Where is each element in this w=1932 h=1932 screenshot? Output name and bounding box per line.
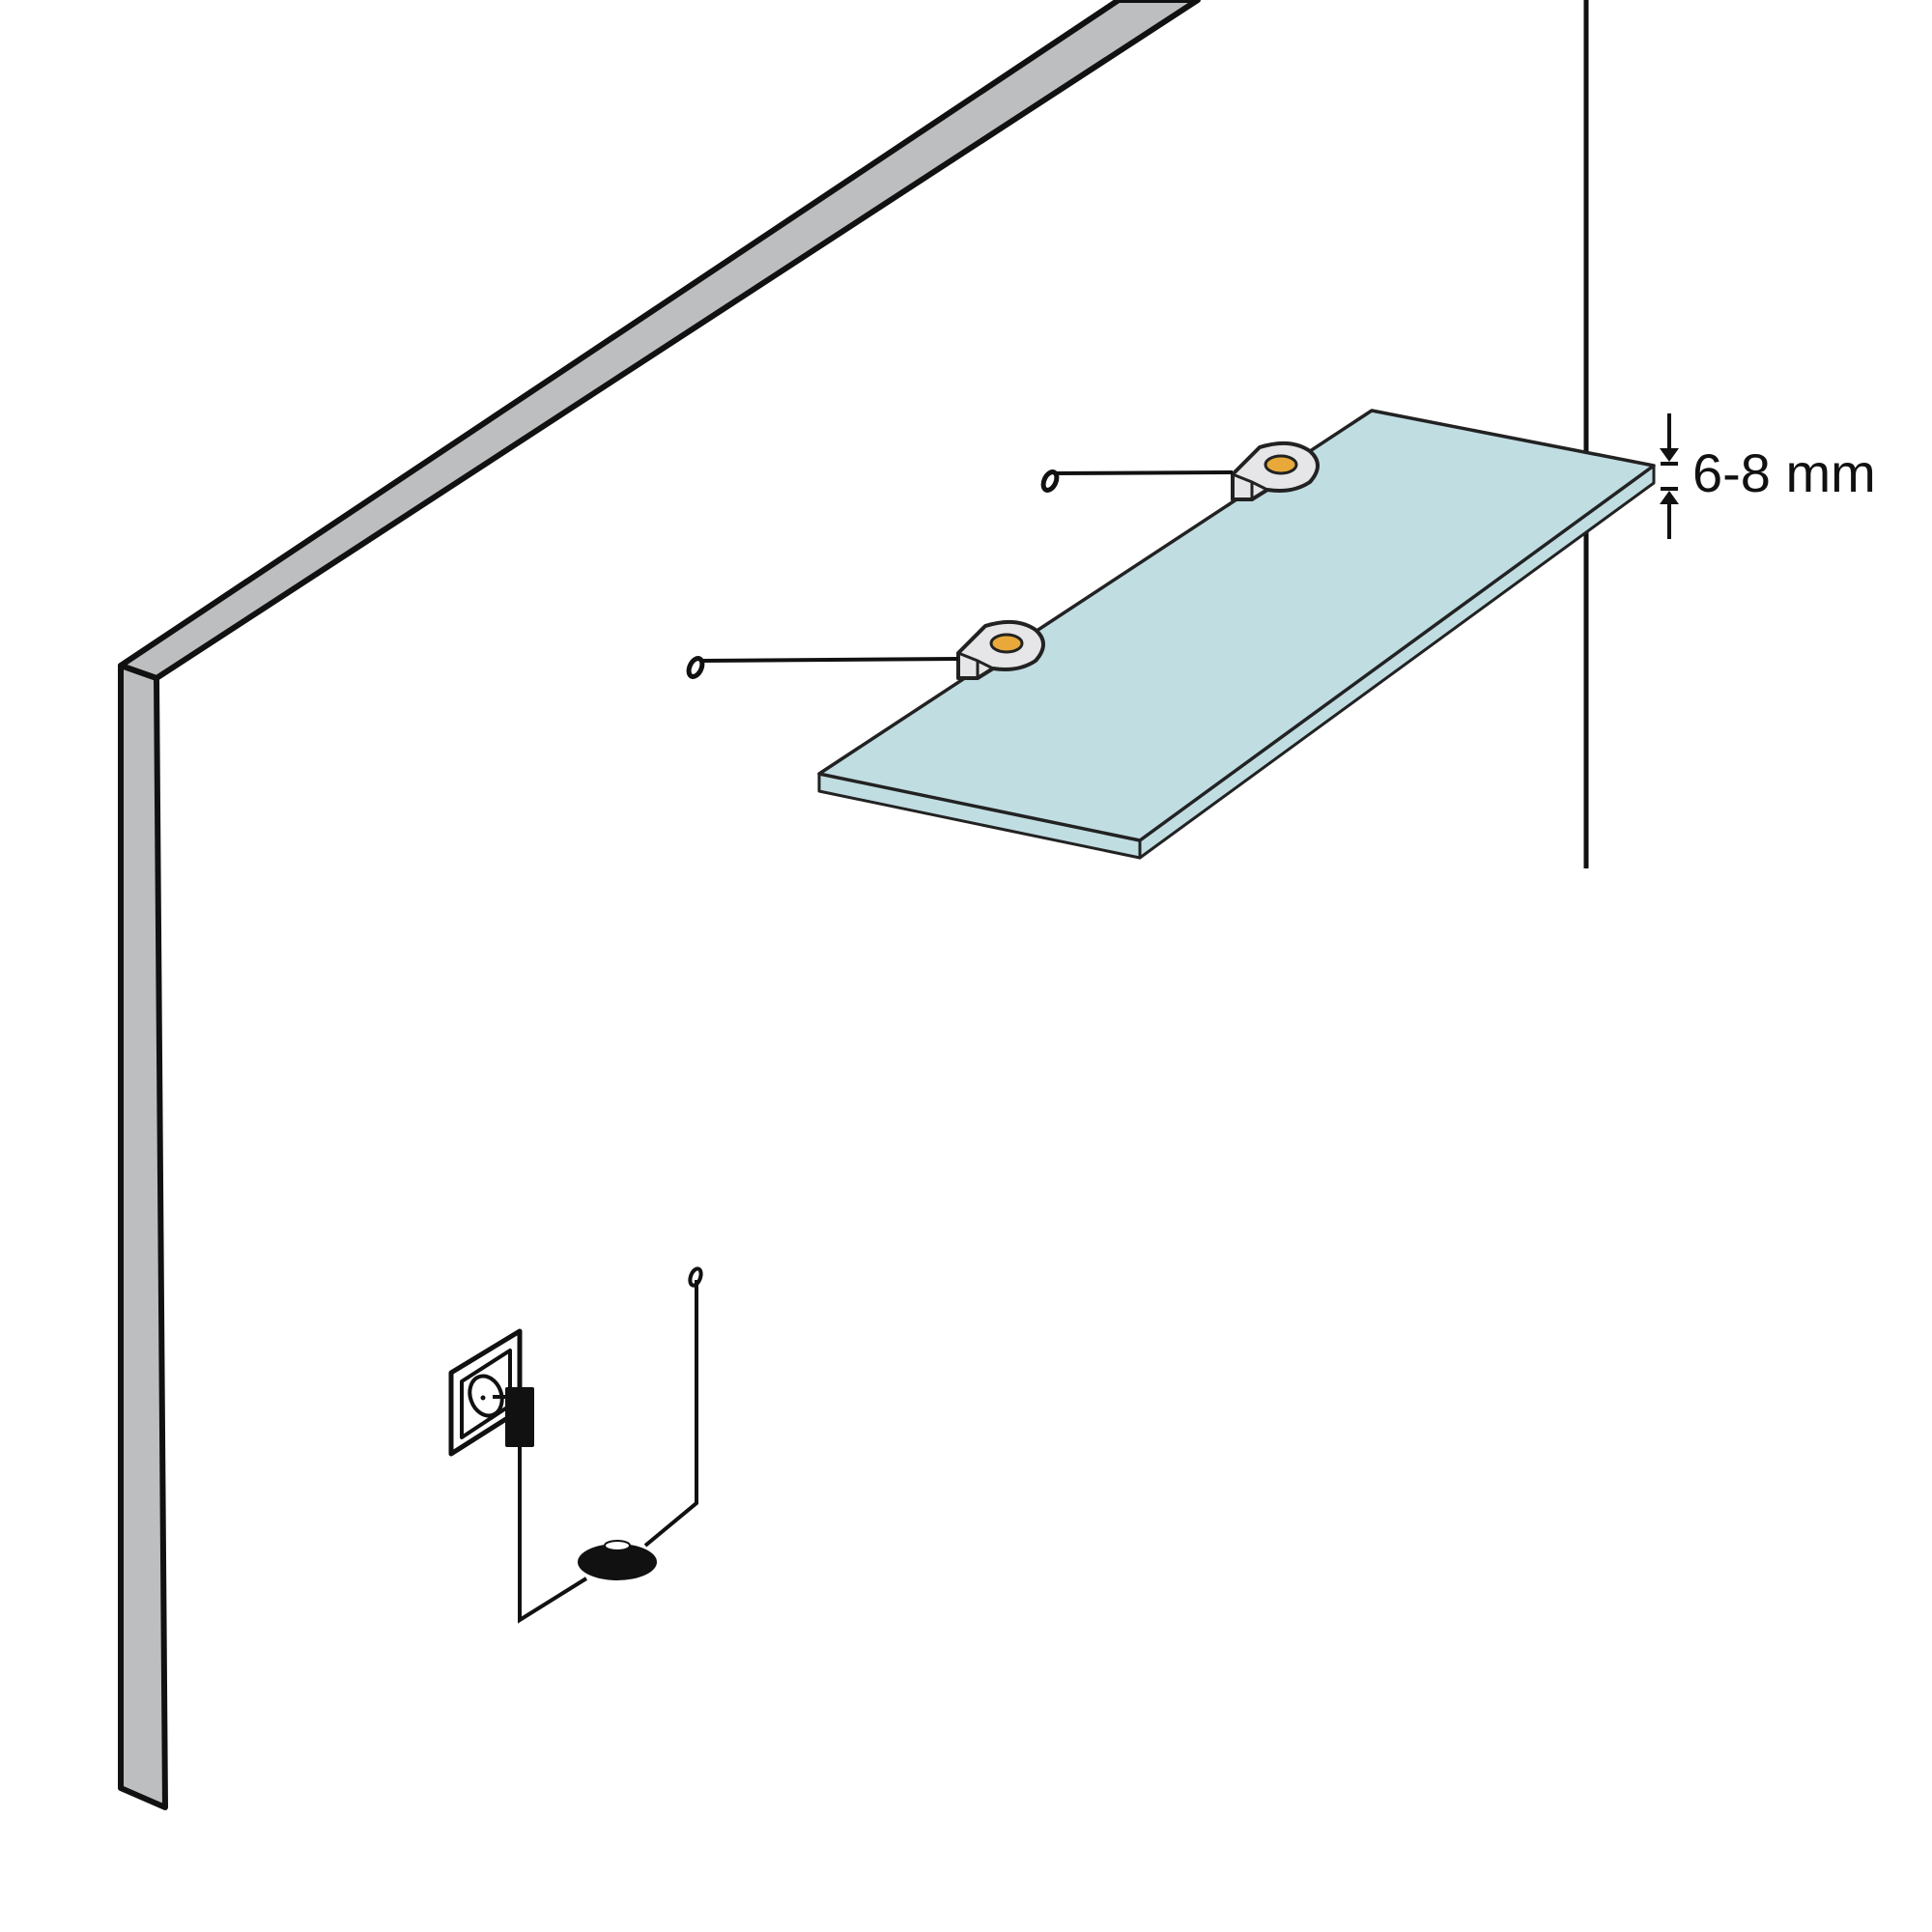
wall-edge bbox=[118, 0, 1201, 1810]
socket-icon bbox=[468, 1374, 504, 1418]
glass-shelf-top bbox=[817, 409, 1656, 842]
led-spot-icon bbox=[1264, 454, 1298, 475]
cable-end-loop-icon bbox=[688, 1266, 703, 1288]
wire-loop-icon bbox=[1040, 469, 1060, 493]
thickness-dimension bbox=[1660, 413, 1679, 539]
wall-edge-top bbox=[118, 0, 1201, 681]
bracket-front bbox=[956, 619, 1045, 680]
bracket-back bbox=[1231, 440, 1320, 501]
wire-back bbox=[1040, 469, 1234, 493]
led-spot-icon bbox=[989, 633, 1024, 654]
plug-adapter bbox=[505, 1387, 534, 1447]
wall-socket bbox=[448, 1328, 534, 1457]
thickness-label: 6-8 mm bbox=[1692, 442, 1876, 503]
arrow-down-icon bbox=[1660, 448, 1679, 462]
switch-puck bbox=[578, 1540, 657, 1580]
wall-edge-side bbox=[118, 663, 168, 1810]
wire-loop-icon bbox=[686, 656, 705, 679]
power-cable bbox=[518, 1266, 703, 1624]
wire-front bbox=[686, 656, 959, 679]
glass-shelf bbox=[817, 409, 1656, 860]
